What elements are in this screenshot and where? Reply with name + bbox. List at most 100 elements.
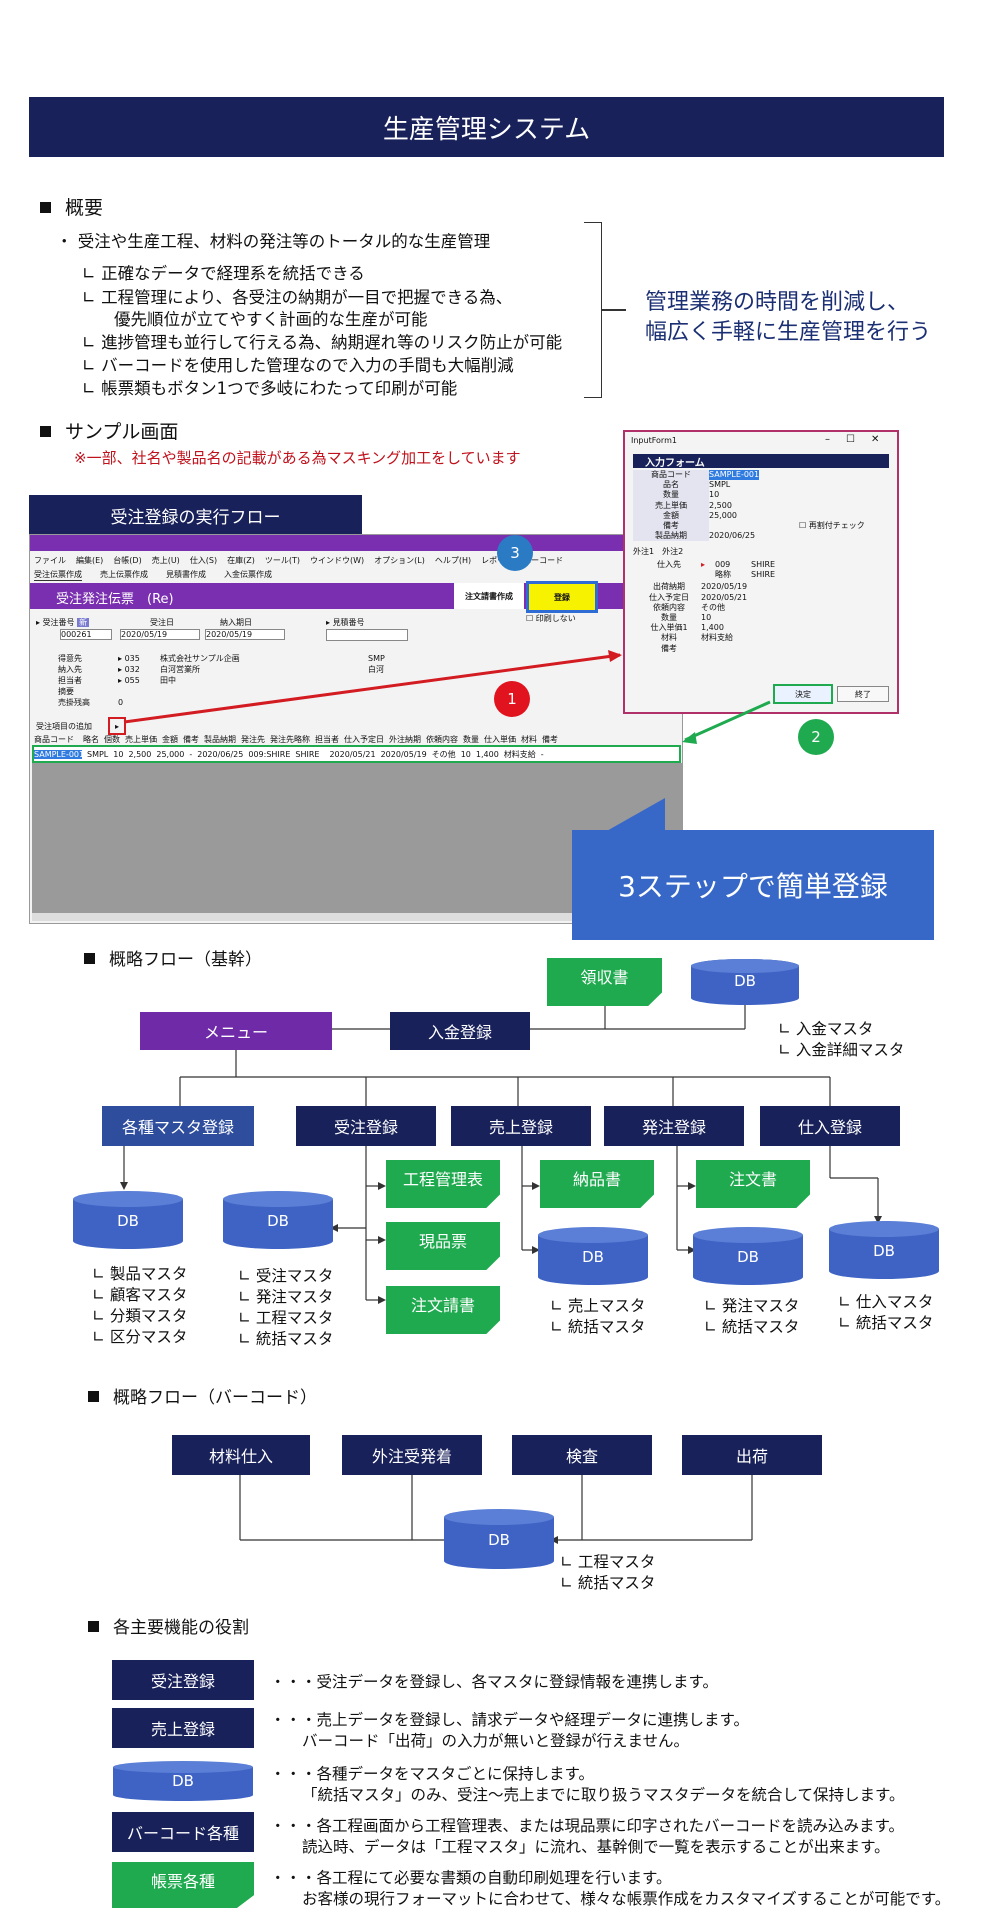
- tab-sales[interactable]: 売上伝票作成: [100, 570, 148, 579]
- master-list: ∟ 売上マスタ ∟ 統括マスタ: [550, 1296, 645, 1338]
- table-row[interactable]: SAMPLE-001 SMPL 10 2,500 25,000 - 2020/0…: [32, 745, 681, 763]
- db-cylinder: DB: [537, 1226, 649, 1286]
- menu-item[interactable]: バーコード: [523, 556, 564, 565]
- maximize-icon[interactable]: ☐: [846, 434, 855, 445]
- overview-heading: 概要: [40, 193, 103, 220]
- grid-col: 商品コード: [34, 735, 74, 744]
- menu-item[interactable]: ツール(T): [264, 556, 301, 565]
- field-value[interactable]: 2020/05/19: [701, 582, 748, 592]
- field-value[interactable]: SMPL: [709, 480, 731, 490]
- role-barcode: バーコード各種: [112, 1812, 254, 1852]
- menu-bar: ファイル 編集(E) 台帳(D) 売上(U) 仕入(S) 在庫(Z) ツール(T…: [34, 555, 563, 566]
- field-value[interactable]: 25,000: [709, 510, 737, 520]
- due-date-field[interactable]: 2020/05/19: [205, 629, 285, 640]
- role-desc: お客様の現行フォーマットに合わせて、様々な帳票作成をカスタマイズすることが可能で…: [302, 1890, 951, 1908]
- end-button[interactable]: 終了: [837, 686, 889, 702]
- add-items-label: 受注項目の追加: [36, 722, 92, 731]
- field-label: 数量: [633, 490, 709, 501]
- menu-item[interactable]: 編集(E): [76, 556, 104, 565]
- close-icon[interactable]: ✕: [870, 434, 880, 445]
- grid-cell: -: [189, 749, 193, 759]
- field-value[interactable]: 1,400: [701, 623, 724, 633]
- grid-cell: 2020/05/19: [380, 749, 427, 759]
- callout-tail: [605, 798, 665, 832]
- field-value[interactable]: 2,500: [709, 500, 732, 510]
- minimize-icon[interactable]: –: [825, 434, 830, 445]
- menu-item[interactable]: オプション(L): [374, 556, 425, 565]
- menu-item[interactable]: 売上(U): [151, 556, 180, 565]
- master-list: ∟ 受注マスタ ∟ 発注マスタ ∟ 工程マスタ ∟ 統括マスタ: [238, 1266, 333, 1350]
- master-item-text: 区分マスタ: [109, 1328, 188, 1346]
- master-item: ∟ 統括マスタ: [550, 1318, 646, 1336]
- menu-item[interactable]: 仕入(S): [189, 556, 218, 565]
- field-value[interactable]: SAMPLE-001: [709, 470, 760, 481]
- order-sheet-button[interactable]: 注文請書作成: [454, 583, 524, 609]
- tab-outsource-2[interactable]: 外注2: [662, 547, 684, 556]
- field-value[interactable]: その他: [701, 602, 725, 612]
- master-item-text: 入金詳細マスタ: [795, 1041, 905, 1059]
- master-item-text: 売上マスタ: [567, 1297, 646, 1315]
- field-value[interactable]: 2020/05/21: [701, 592, 748, 602]
- master-list: ∟ 製品マスタ ∟ 顧客マスタ ∟ 分類マスタ ∟ 区分マスタ: [92, 1264, 187, 1348]
- db-label: DB: [737, 1248, 759, 1266]
- field-label: 商品コード: [633, 470, 709, 481]
- supplier-picker[interactable]: ▸: [701, 560, 706, 569]
- grid-col: 製品納期: [204, 735, 236, 744]
- field-value[interactable]: 10: [709, 490, 720, 500]
- order-no-label: ▸ 受注番号 新: [36, 618, 90, 627]
- db-shape: [113, 1761, 253, 1801]
- grid-col: 発注先略称: [270, 735, 310, 744]
- order-no-field[interactable]: 000261: [60, 629, 112, 640]
- supplier-label: 仕入先: [657, 560, 681, 569]
- master-item: ∟ 入金詳細マスタ: [778, 1041, 905, 1059]
- menu-item[interactable]: ファイル: [34, 556, 66, 565]
- purchase-order-doc: 注文書: [696, 1160, 810, 1208]
- square-bullet-icon: [88, 1391, 99, 1402]
- print-option[interactable]: ☐ 印刷しない: [526, 614, 576, 623]
- remaining-label: 売掛残高: [58, 698, 90, 707]
- grid-col: 仕入単価: [484, 735, 516, 744]
- overview-item: ∟ バーコードを使用した管理なので入力の手間も大幅削減: [82, 356, 514, 375]
- register-button[interactable]: 登録: [526, 581, 598, 613]
- customer-code[interactable]: ▸ 035: [118, 654, 140, 663]
- flow-label: 受注登録の実行フロー: [29, 495, 362, 535]
- order-date-field[interactable]: 2020/05/19: [120, 629, 200, 640]
- menu-item[interactable]: ヘルプ(H): [434, 556, 472, 565]
- field-value[interactable]: 2020/06/25: [709, 531, 756, 541]
- staff-code[interactable]: ▸ 055: [118, 676, 140, 685]
- sample-heading-text: サンプル画面: [65, 421, 179, 443]
- overview-bullet-text: 受注や生産工程、材料の発注等のトータル的な生産管理: [77, 232, 491, 251]
- grid-cell: 10: [460, 749, 471, 759]
- tab-estimate[interactable]: 見積書作成: [166, 570, 206, 579]
- party-names: 株式会社サンプル企画 白河営業所 田中: [160, 653, 240, 686]
- order-registration-node: 受注登録: [296, 1106, 436, 1146]
- grid-col: 発注先: [241, 735, 265, 744]
- overview-item-text: 正確なデータで経理系を統括できる: [101, 264, 365, 283]
- step-1-badge: 1: [494, 681, 530, 717]
- menu-item[interactable]: 在庫(Z): [227, 556, 255, 565]
- tab-outsource-1[interactable]: 外注1: [633, 547, 655, 556]
- remaining-value: 0: [118, 698, 124, 707]
- field-value[interactable]: 10: [701, 613, 712, 623]
- tab-order[interactable]: 受注伝票作成: [34, 570, 82, 581]
- menu-item[interactable]: ウインドウ(W): [310, 556, 365, 565]
- delivery-code[interactable]: ▸ 032: [118, 665, 140, 674]
- short-label: 略称: [715, 570, 731, 580]
- master-item: ∟ 製品マスタ: [92, 1265, 188, 1283]
- field-value[interactable]: 材料支給: [701, 633, 733, 643]
- recalc-check[interactable]: ☐ 再割付チェック: [799, 521, 865, 531]
- horizontal-scrollbar[interactable]: [32, 913, 682, 921]
- add-items-button[interactable]: ▸: [108, 717, 126, 735]
- supplier-code[interactable]: 009: [715, 560, 731, 569]
- menu-item[interactable]: レポート: [481, 556, 514, 565]
- order-date-label: 受注日: [150, 618, 174, 627]
- tab-payment[interactable]: 入金伝票作成: [224, 570, 272, 579]
- estimate-field[interactable]: [326, 629, 408, 641]
- menu-item[interactable]: 台帳(D): [113, 556, 142, 565]
- grid-col: 備考: [542, 735, 558, 744]
- sample-heading: サンプル画面: [40, 417, 178, 444]
- master-item: ∟ 受注マスタ: [238, 1267, 334, 1285]
- ok-button[interactable]: 決定: [773, 684, 833, 704]
- outsource-tabs: 外注1 外注2: [633, 546, 683, 557]
